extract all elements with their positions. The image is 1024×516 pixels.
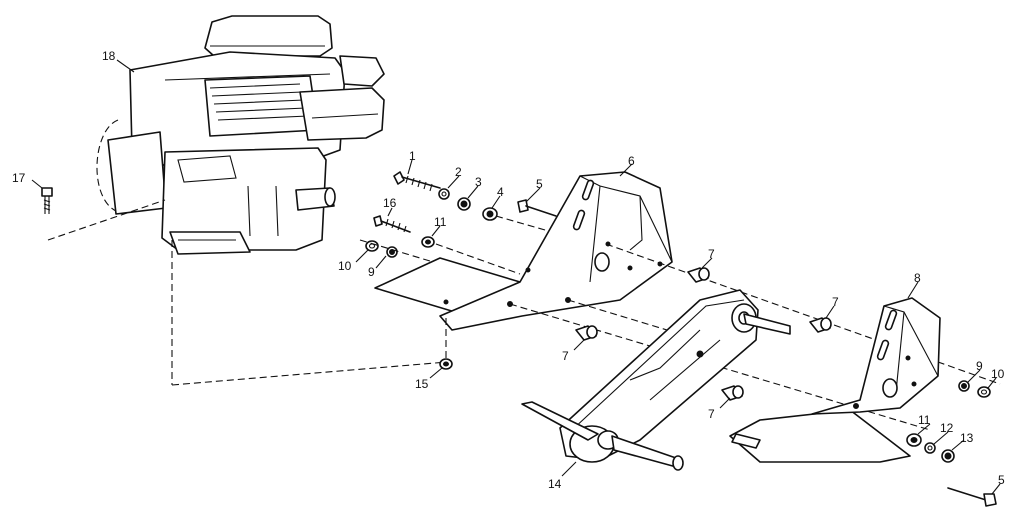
callout-7-c: 7 (562, 349, 569, 363)
callout-5-upper: 5 (536, 177, 543, 191)
callout-12: 12 (940, 421, 954, 435)
callout-4: 4 (497, 185, 504, 199)
spacer-7-a (687, 267, 710, 283)
callout-9-right: 9 (976, 359, 983, 373)
nut-3 (457, 197, 471, 211)
callout-10-right: 10 (991, 367, 1005, 381)
callout-15: 15 (415, 377, 429, 391)
callout-18: 18 (102, 49, 116, 63)
chain-case-14 (521, 289, 791, 471)
callout-17: 17 (12, 171, 26, 185)
bolt-5-upper (517, 199, 557, 217)
callout-7-b: 7 (832, 295, 839, 309)
washer-10-left (365, 240, 379, 252)
nut-9-left (386, 246, 398, 258)
callout-11-lower: 11 (918, 413, 931, 427)
spacer-4 (482, 207, 498, 221)
callout-13: 13 (960, 431, 974, 445)
bolt-5-lower (947, 487, 997, 507)
leader-line (435, 243, 521, 275)
callout-9-left: 9 (368, 265, 375, 279)
bolt-17 (41, 187, 53, 214)
callout-16: 16 (383, 196, 397, 210)
bolt-16 (373, 215, 411, 233)
spacer-7-c (575, 325, 598, 341)
bracket-8 (729, 297, 941, 463)
bracket-6 (374, 171, 673, 331)
washer-11-upper (421, 236, 435, 248)
washer-10-right (977, 386, 991, 398)
washer-2 (438, 188, 450, 200)
callout-14: 14 (548, 477, 562, 491)
callout-10-left: 10 (338, 259, 352, 273)
callout-7-d: 7 (708, 407, 715, 421)
callout-7-a: 7 (708, 247, 715, 261)
nut-15 (439, 318, 453, 370)
callout-2: 2 (455, 165, 462, 179)
spacer-7-d (721, 385, 744, 401)
spacer-7-b (809, 317, 832, 333)
callout-5-lower: 5 (998, 473, 1005, 487)
callout-8: 8 (914, 271, 921, 285)
callout-11-upper: 11 (434, 215, 447, 229)
callout-1: 1 (409, 149, 416, 163)
callout-3: 3 (475, 175, 482, 189)
nut-9-right (958, 380, 970, 392)
leader-line (605, 243, 1001, 385)
washer-11-lower (906, 433, 922, 447)
washer-12 (924, 442, 936, 454)
nut-13 (941, 449, 955, 463)
callout-6: 6 (628, 154, 635, 168)
engine (96, 15, 385, 255)
leader-line (47, 199, 166, 241)
bolt-1 (393, 171, 441, 192)
callout-labels: 18 17 1 2 3 4 5 6 16 11 10 9 7 8 7 7 9 1… (12, 49, 1005, 491)
leader-line (171, 361, 448, 386)
callout-leaders (31, 59, 1001, 495)
